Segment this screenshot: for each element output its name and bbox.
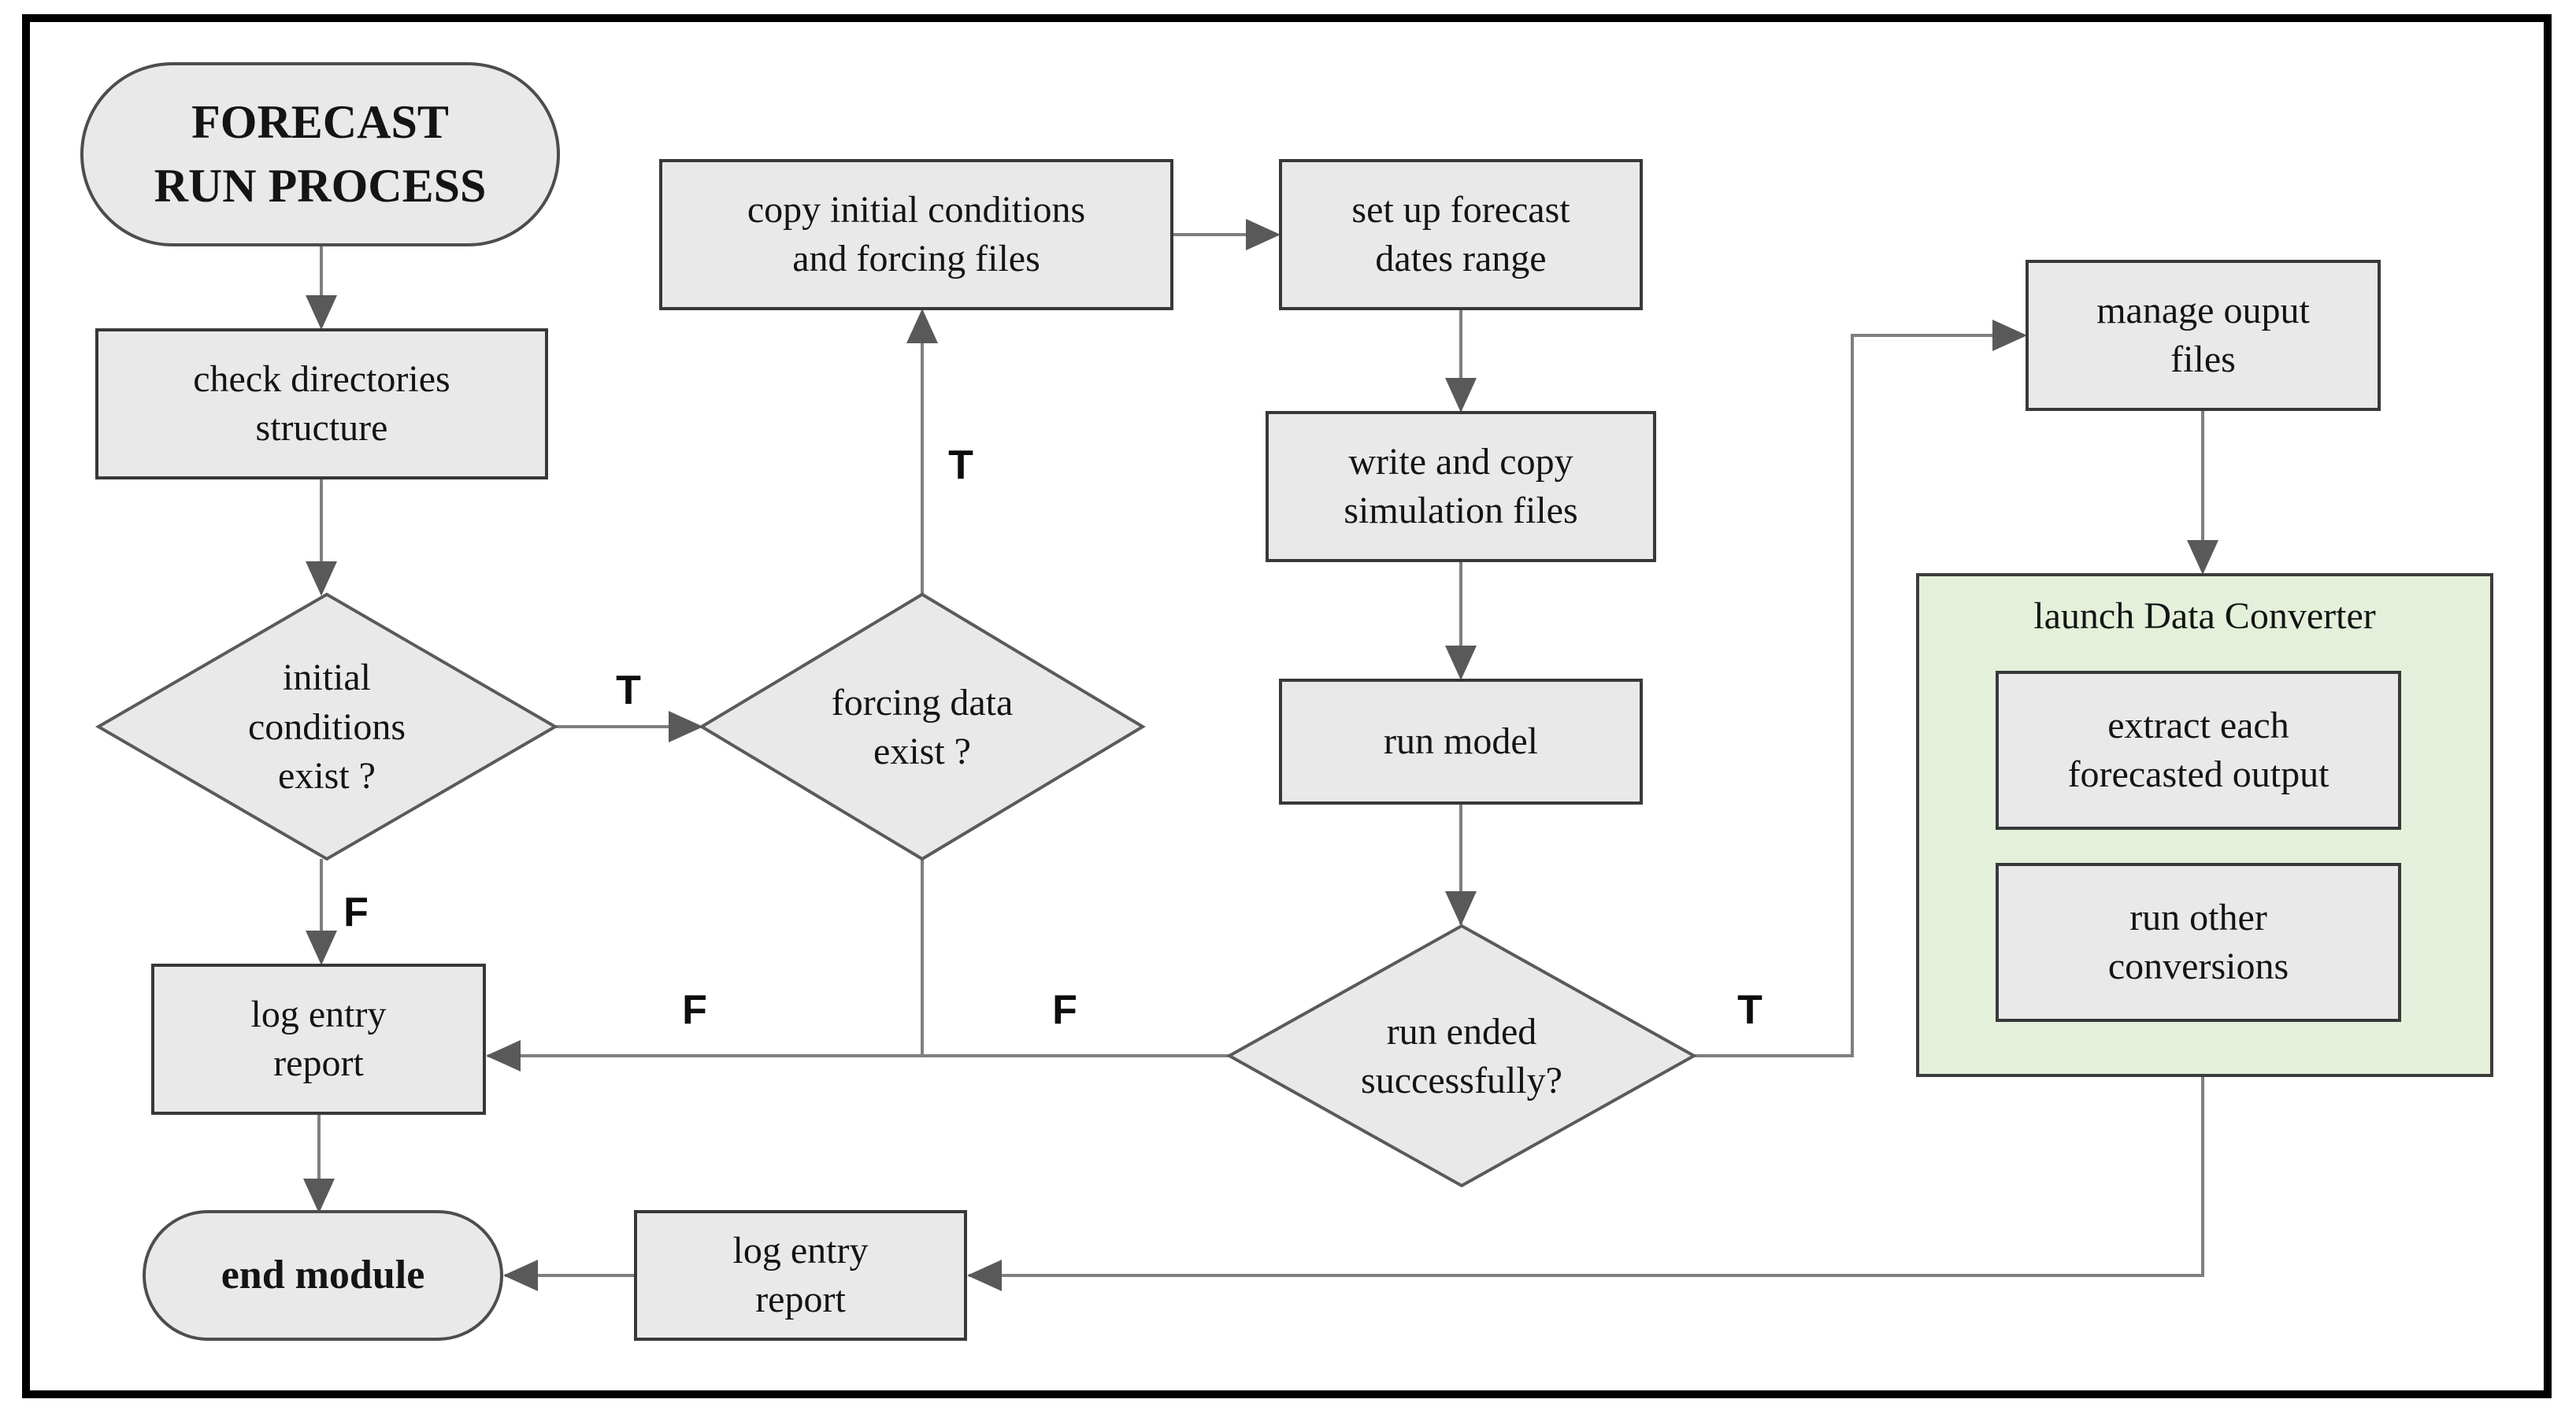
node-manage-output: manage ouput files	[2026, 260, 2381, 411]
node-extract-output: extract each forecasted output	[1996, 671, 2401, 830]
edge-label-run-false: F	[1052, 987, 1077, 1033]
edge-converter-to-log2	[969, 1077, 2204, 1277]
node-start-label: FORECAST RUN PROCESS	[154, 96, 487, 212]
node-data-converter-label: launch Data Converter	[2033, 594, 2376, 637]
node-end-module: end module	[143, 1210, 503, 1341]
node-start: FORECAST RUN PROCESS	[80, 62, 560, 246]
node-log-report-2-label: log entry report	[732, 1229, 869, 1320]
diamond-forcing-data-shape	[699, 592, 1146, 861]
diamond-initial-conditions-shape	[95, 592, 558, 861]
arrowhead-forcing-true	[906, 309, 938, 343]
arrowhead-converter-to-log2	[967, 1260, 1002, 1291]
node-write-simulation: write and copy simulation files	[1266, 411, 1656, 562]
arrowhead-start-to-check	[306, 295, 337, 330]
node-check-directories-label: check directories structure	[193, 357, 450, 449]
node-check-directories: check directories structure	[95, 328, 548, 479]
arrowhead-initial-true	[669, 711, 703, 742]
arrowhead-runended-false	[486, 1040, 521, 1072]
node-manage-output-label: manage ouput files	[2096, 289, 2310, 380]
arrowhead-runmodel-to-runended	[1445, 891, 1477, 926]
arrowhead-copy-to-setup	[1246, 219, 1281, 250]
arrowhead-log2-to-end	[503, 1260, 538, 1291]
arrowhead-setup-to-write	[1445, 378, 1477, 413]
node-run-conversions-label: run other conversions	[2107, 896, 2289, 987]
node-log-report-1: log entry report	[151, 964, 486, 1115]
edge-runended-true-to-manage	[1694, 334, 2024, 1057]
node-initial-conditions-label: initial conditions exist ?	[248, 657, 406, 798]
node-setup-dates: set up forecast dates range	[1279, 159, 1643, 310]
node-run-conversions: run other conversions	[1996, 863, 2401, 1022]
node-extract-output-label: extract each forecasted output	[2067, 704, 2330, 795]
diamond-run-ended-shape	[1225, 924, 1698, 1188]
edge-label-forcing-false: F	[682, 987, 707, 1033]
node-setup-dates-label: set up forecast dates range	[1351, 188, 1570, 279]
node-copy-files: copy initial conditions and forcing file…	[659, 159, 1173, 310]
arrowhead-log1-to-end	[303, 1179, 335, 1213]
node-run-ended-label: run ended successfully?	[1361, 1010, 1562, 1101]
node-write-simulation-label: write and copy simulation files	[1344, 440, 1578, 531]
node-copy-files-label: copy initial conditions and forcing file…	[747, 188, 1086, 279]
node-end-module-label: end module	[221, 1253, 425, 1298]
arrowhead-manage-to-converter	[2187, 540, 2218, 575]
edge-label-forcing-true: T	[948, 442, 973, 488]
node-run-model: run model	[1279, 679, 1643, 805]
edge-label-initial-true: T	[616, 668, 641, 713]
arrowhead-initial-false	[306, 931, 337, 965]
diagram-border	[22, 14, 2552, 1398]
arrowhead-runended-true	[1992, 320, 2027, 351]
edge-label-initial-false: F	[343, 890, 369, 935]
edge-label-run-true: T	[1737, 987, 1762, 1033]
arrowhead-write-to-runmodel	[1445, 646, 1477, 680]
node-run-model-label: run model	[1384, 720, 1538, 762]
node-log-report-2: log entry report	[634, 1210, 967, 1341]
node-log-report-1-label: log entry report	[250, 993, 387, 1084]
node-forcing-data-label: forcing data exist ?	[831, 681, 1014, 772]
arrowhead-check-to-initial	[306, 561, 337, 596]
